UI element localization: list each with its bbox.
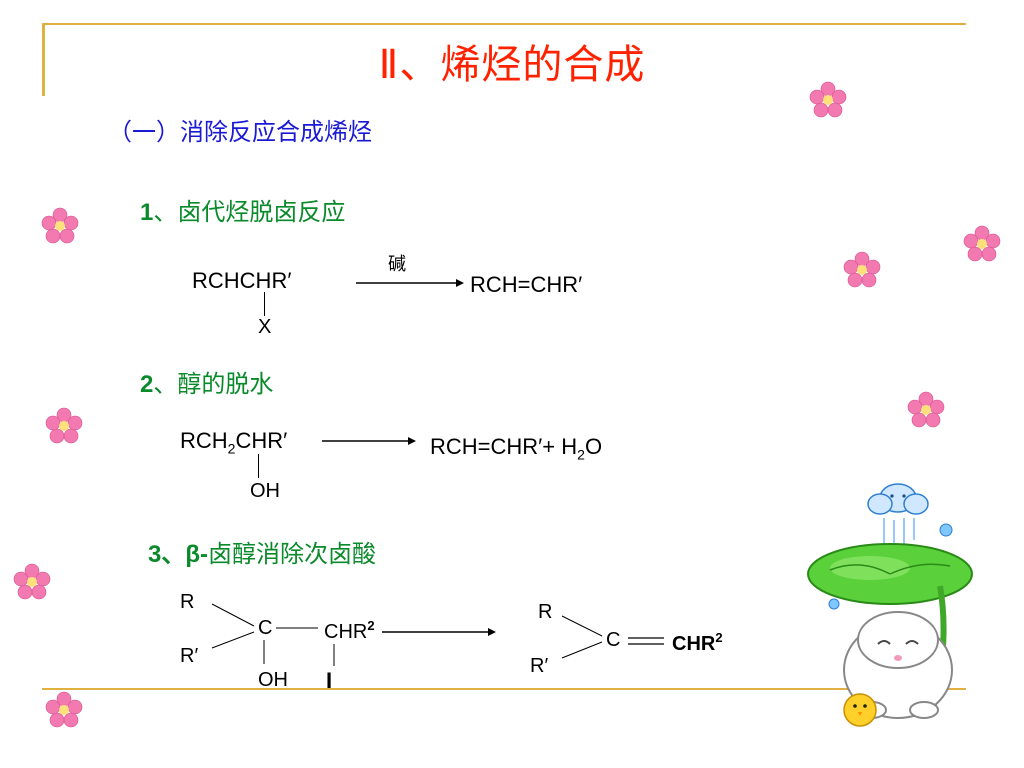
section-2-bond-line [258,454,259,478]
section-3-chr-sup: 2 [367,618,374,633]
section-3-chr-main: CHR [324,621,367,643]
section-3-halogen: I [326,668,332,693]
section-3-label: 卤醇消除次卤酸 [208,540,376,568]
section-1-number: 1 [140,199,154,226]
cartoon-leaf-bunny-illustration [807,483,973,727]
flower-icon [843,251,881,288]
section-2-reactant-tail: CHR′ [235,428,288,453]
section-3-oh: OH [258,669,288,691]
cloud-icon [867,483,929,515]
section-2-label: 、醇的脱水 [153,370,274,398]
frame-bottom-line [42,688,966,690]
flower-icon [13,563,51,600]
section-2-product-tail: O [584,434,603,459]
section-3-r-bottom: R′ [180,645,198,667]
section-3-bond-r-bottom [211,631,255,649]
section-2-product-main: RCH=CHR′+ H [430,434,578,459]
frame-left-bar [42,24,45,96]
section-1-product: RCH=CHR′ [470,272,583,297]
section-1-reactant: RCHCHR′ [192,268,292,293]
section-3-bond-r-top [211,603,255,627]
section-2-product-sub: 2 [577,446,585,463]
flower-icon [45,407,83,444]
section-3-prod-bond-r-bottom [561,641,603,659]
section-1-reagent: 碱 [388,254,406,275]
frame-top-line [42,23,966,25]
leaf-icon [807,543,973,605]
slide-subtitle: （一）消除反应合成烯烃 [108,118,372,146]
flower-icon [809,81,847,118]
section-2-reactant: RCH2CHR′ [180,428,287,456]
flower-icon [41,207,79,244]
section-3-chr: CHR2 [324,618,375,643]
section-2-reactant-main: RCH [180,428,228,453]
section-1-label: 、卤代烃脱卤反应 [153,198,346,226]
section-3-prod-r-top: R [538,601,552,623]
flower-icon [45,691,83,728]
section-3-prod-carbon: C [606,629,620,651]
section-3-number: 3 [148,541,162,568]
slide-title: Ⅱ、烯烃的合成 [378,42,646,88]
section-1-substituent: X [258,316,272,338]
flower-icon [907,391,945,428]
section-2-number: 2 [140,371,154,398]
flower-icon [963,225,1001,262]
section-3-prod-chr-main: CHR [672,633,716,655]
section-1-heading: 1、卤代烃脱卤反应 [140,192,345,227]
section-1-arrow [356,279,464,287]
section-1-bond-line [264,292,265,316]
section-3-carbon: C [258,617,272,639]
section-2-heading: 2、醇的脱水 [140,364,273,399]
section-3-reaction-diagram: R R′ C OH CHR2 I R R′ C CHR2 [180,591,723,693]
section-3-label-greek: 、β- [161,541,208,568]
section-2-product: RCH=CHR′+ H2O [430,434,602,462]
section-3-prod-bond-r-top [561,615,603,637]
section-3-r-top: R [180,591,194,613]
section-3-prod-chr-sup: 2 [715,630,722,645]
chick-icon [843,693,877,727]
section-2-arrow [322,437,416,445]
section-3-prod-chr: CHR2 [672,630,723,655]
section-2-reactant-sub: 2 [227,440,236,457]
section-3-prod-r-bottom: R′ [530,655,548,677]
section-3-arrow-head [488,628,496,636]
bunny-icon [843,611,953,719]
section-2-substituent: OH [250,480,280,502]
section-3-heading: 3、β-卤醇消除次卤酸 [148,534,376,569]
